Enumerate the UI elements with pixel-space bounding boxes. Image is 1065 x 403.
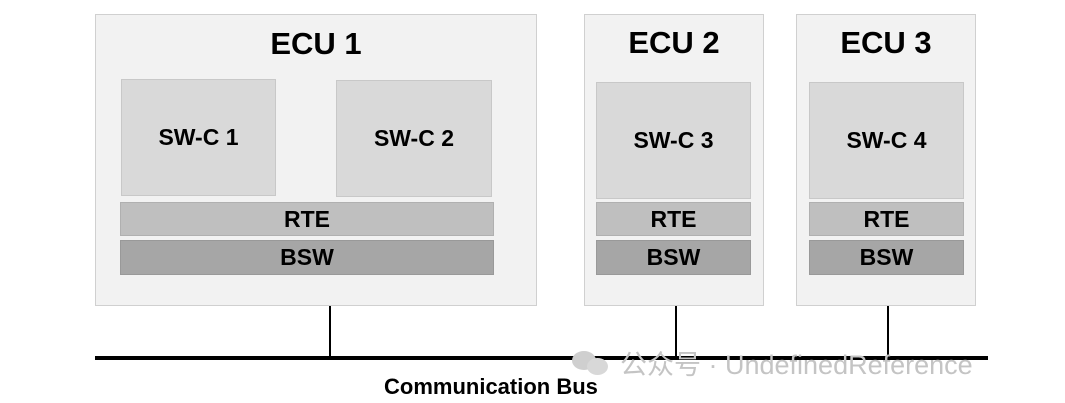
wechat-icon bbox=[572, 349, 612, 377]
swc-3-box: SW-C 3 bbox=[596, 82, 751, 199]
communication-bus-label: Communication Bus bbox=[384, 374, 598, 399]
swc-2-box: SW-C 2 bbox=[336, 80, 492, 197]
ecu-1-title: ECU 1 bbox=[270, 26, 362, 61]
ecu-2-rte-layer: RTE bbox=[596, 202, 751, 236]
swc-4-box: SW-C 4 bbox=[809, 82, 964, 199]
ecu-3-rte-layer: RTE bbox=[809, 202, 964, 236]
ecu-1-box: ECU 1 SW-C 1 SW-C 2 RTE BSW bbox=[95, 14, 537, 306]
ecu-3-box: ECU 3 SW-C 4 RTE BSW bbox=[796, 14, 976, 306]
watermark-text: 公众号 · UndefinedReference bbox=[620, 350, 973, 380]
ecu-2-bsw-layer: BSW bbox=[596, 240, 751, 275]
ecu-2-bus-connector bbox=[675, 306, 677, 358]
ecu-1-bus-connector bbox=[329, 306, 331, 358]
ecu-1-rte-layer: RTE bbox=[120, 202, 494, 236]
ecu-3-bus-connector bbox=[887, 306, 889, 358]
swc-1-box: SW-C 1 bbox=[121, 79, 276, 196]
communication-bus-line bbox=[95, 356, 988, 360]
ecu-2-title: ECU 2 bbox=[628, 25, 720, 60]
watermark: 公众号 · UndefinedReference bbox=[572, 343, 973, 382]
ecu-3-bsw-layer: BSW bbox=[809, 240, 964, 275]
ecu-2-box: ECU 2 SW-C 3 RTE BSW bbox=[584, 14, 764, 306]
ecu-1-bsw-layer: BSW bbox=[120, 240, 494, 275]
ecu-3-title: ECU 3 bbox=[840, 25, 932, 60]
